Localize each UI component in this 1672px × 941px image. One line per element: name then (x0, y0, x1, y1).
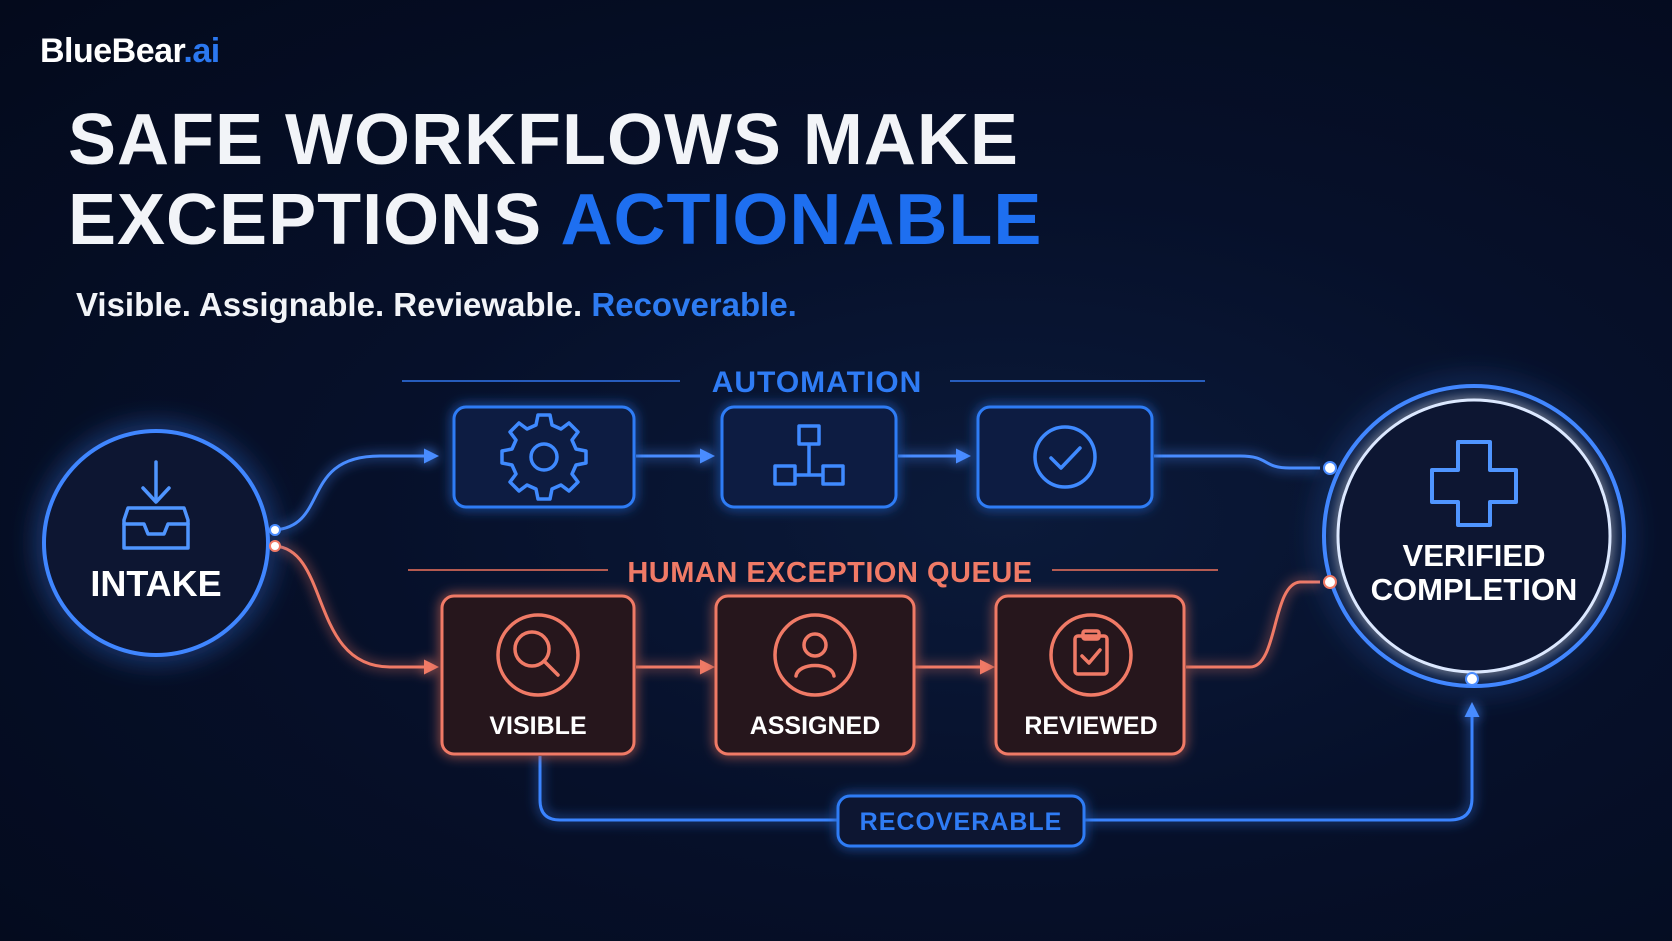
brand-suffix: .ai (183, 32, 220, 70)
gear-icon (500, 413, 588, 501)
automation-step-hierarchy (720, 405, 898, 509)
automation-connectors (274, 448, 1320, 532)
reviewed-label: REVIEWED (1024, 712, 1157, 740)
automation-lane-header: AUTOMATION (402, 366, 1205, 399)
inbox-icon (122, 460, 190, 550)
headline-accent: ACTIONABLE (560, 180, 1043, 260)
visible-label: VISIBLE (489, 712, 586, 740)
automation-step-check (976, 405, 1154, 509)
brand-logo: BlueBear.ai (40, 32, 220, 71)
headline-line1: SAFE WORKFLOWS MAKE (68, 100, 1019, 180)
user-icon (773, 613, 857, 697)
completion-line1: VERIFIED (1403, 538, 1546, 573)
tagline-accent: Recoverable. (591, 286, 797, 323)
headline-line2: EXCEPTIONS (68, 180, 543, 260)
brand-name: BlueBear (40, 32, 184, 70)
human-lane-header: HUMAN EXCEPTION QUEUE (408, 557, 1218, 589)
recoverable-label: RECOVERABLE (860, 808, 1063, 836)
hierarchy-icon (773, 424, 845, 486)
recoverable-badge: RECOVERABLE (836, 794, 1086, 848)
intake-label: INTAKE (90, 563, 221, 604)
human-connectors (274, 544, 1320, 675)
verified-completion-node: VERIFIED COMPLETION (1322, 384, 1626, 688)
checkmark-circle-icon (1033, 425, 1097, 489)
tagline: Visible. Assignable. Reviewable. Recover… (76, 286, 797, 324)
automation-lane-label: AUTOMATION (712, 366, 923, 399)
headline: SAFE WORKFLOWS MAKE EXCEPTIONS ACTIONABL… (68, 100, 1042, 260)
magnifier-icon (496, 613, 580, 697)
intake-node: INTAKE (42, 429, 281, 657)
human-step-visible: VISIBLE (440, 594, 636, 756)
human-lane-label: HUMAN EXCEPTION QUEUE (627, 557, 1032, 589)
human-step-reviewed: REVIEWED (994, 594, 1186, 756)
tagline-plain: Visible. Assignable. Reviewable. (76, 286, 583, 323)
clipboard-check-icon (1049, 613, 1133, 697)
automation-step-gear (452, 405, 636, 509)
plus-cross-icon (1430, 440, 1518, 527)
assigned-label: ASSIGNED (750, 712, 881, 740)
completion-line2: COMPLETION (1371, 572, 1578, 607)
human-step-assigned: ASSIGNED (714, 594, 916, 756)
